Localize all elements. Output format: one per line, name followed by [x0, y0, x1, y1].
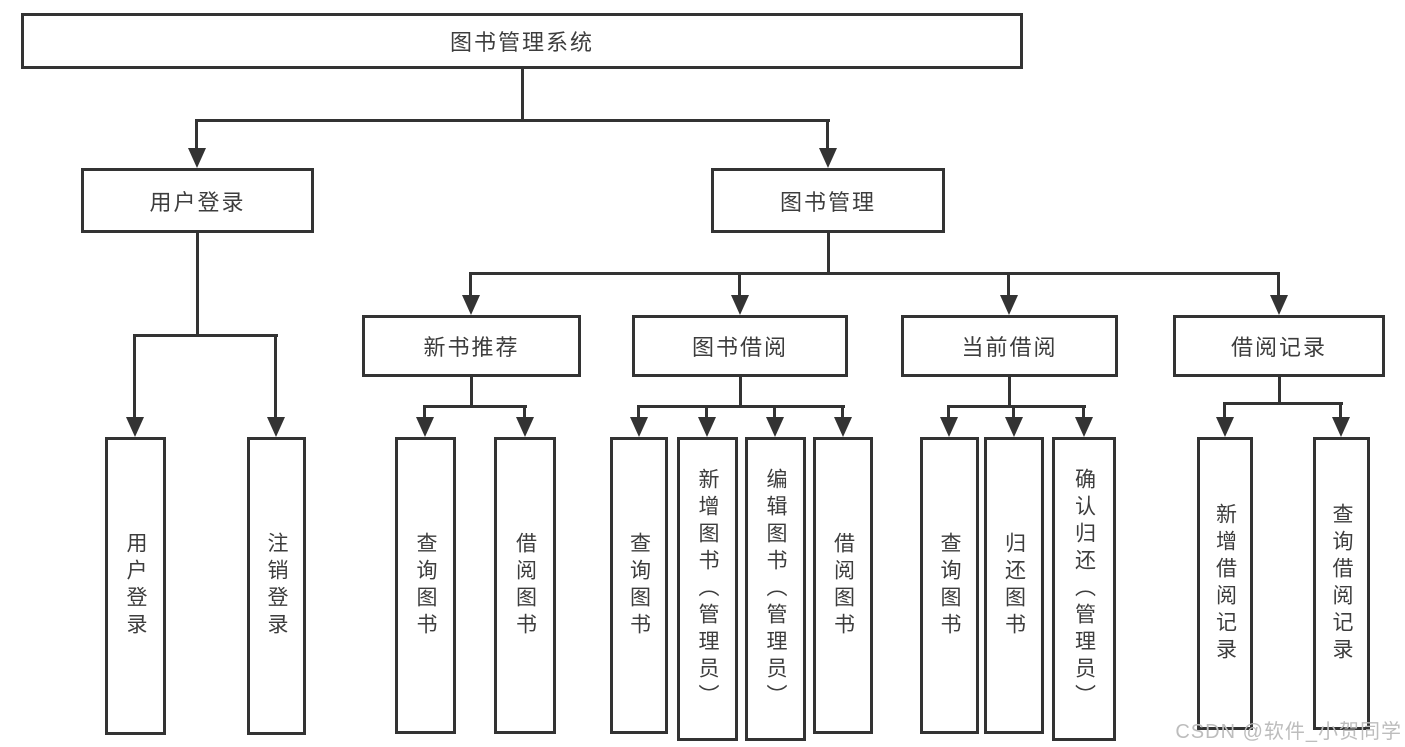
leaf-borrow-query: 查询图书 [610, 437, 668, 734]
node-current-borrow: 当前借阅 [901, 315, 1118, 377]
connector-book-borrow-split [638, 405, 845, 408]
leaf-newbooks-borrow: 借阅图书 [494, 437, 556, 734]
leaf-records-query-label: 查询借阅记录 [1330, 502, 1353, 665]
leaf-borrow-edit-admin-label: 编辑图书（管理员） [764, 467, 787, 711]
leaf-user-login-label: 用户登录 [124, 532, 147, 640]
leaf-newbooks-query-label: 查询图书 [414, 531, 437, 640]
arrow-to-leaf-borrow-2 [766, 405, 784, 437]
arrow-to-leaf-borrow-3 [834, 405, 852, 437]
arrow-to-leaf-borrow-1 [698, 405, 716, 437]
leaf-borrow-query-label: 查询图书 [627, 531, 651, 640]
node-new-books: 新书推荐 [362, 315, 581, 377]
connector-borrow-records-split [1224, 402, 1343, 405]
node-book-borrow: 图书借阅 [632, 315, 848, 377]
node-user-login-label: 用户登录 [149, 189, 246, 215]
leaf-borrow-borrow-label: 借阅图书 [831, 531, 855, 640]
leaf-current-confirm-admin: 确认归还（管理员） [1052, 437, 1116, 741]
node-root: 图书管理系统 [21, 13, 1023, 69]
leaf-borrow-edit-admin: 编辑图书（管理员） [745, 437, 806, 741]
leaf-records-add-label: 新增借阅记录 [1213, 502, 1237, 665]
node-borrow-records-label: 借阅记录 [1230, 335, 1327, 360]
connector-root-stub [521, 69, 524, 121]
leaf-borrow-add-admin: 新增图书（管理员） [677, 437, 738, 741]
watermark: CSDN @软件_小贺同学 [1175, 721, 1402, 743]
node-book-mgmt-label: 图书管理 [779, 189, 876, 215]
connector-level2-split [470, 272, 1280, 275]
node-book-borrow-label: 图书借阅 [691, 335, 788, 360]
node-user-login: 用户登录 [81, 168, 314, 233]
arrow-to-book-borrow [731, 272, 749, 315]
node-current-borrow-label: 当前借阅 [961, 335, 1058, 360]
leaf-logout-label: 注销登录 [265, 532, 288, 640]
arrow-to-current-borrow [1000, 272, 1018, 315]
arrow-to-leaf-current-0 [940, 405, 958, 437]
leaf-current-query-label: 查询图书 [938, 531, 961, 640]
connector-book-borrow-stub [739, 377, 742, 407]
connector-book-mgmt-stub [827, 233, 830, 274]
arrow-to-leaf-records-1 [1332, 402, 1350, 437]
connector-current-borrow-split [948, 405, 1086, 408]
connector-level1-split [196, 119, 830, 122]
leaf-newbooks-query: 查询图书 [395, 437, 456, 734]
arrow-to-leaf-newbooks-0 [416, 405, 434, 437]
arrow-to-leaf-current-2 [1075, 405, 1093, 437]
node-book-mgmt: 图书管理 [711, 168, 945, 233]
leaf-records-query: 查询借阅记录 [1313, 437, 1370, 730]
arrow-to-leaf-current-1 [1005, 405, 1023, 437]
leaf-records-add: 新增借阅记录 [1197, 437, 1253, 730]
node-new-books-label: 新书推荐 [423, 335, 520, 360]
connector-borrow-records-stub [1278, 377, 1281, 404]
leaf-newbooks-borrow-label: 借阅图书 [513, 531, 537, 640]
arrow-to-leaf-borrow-0 [630, 405, 648, 437]
connector-new-books-stub [470, 377, 473, 407]
node-borrow-records: 借阅记录 [1173, 315, 1385, 377]
arrow-to-new-books [462, 272, 480, 315]
arrow-to-leaf-records-0 [1216, 402, 1234, 437]
arrow-to-leaf-newbooks-1 [516, 405, 534, 437]
node-root-label: 图书管理系统 [449, 30, 594, 55]
arrow-to-book-mgmt [819, 119, 837, 168]
leaf-current-return: 归还图书 [984, 437, 1044, 734]
arrow-to-leaf-user-1 [267, 334, 285, 437]
connector-user-login-stub [196, 233, 199, 336]
leaf-borrow-borrow: 借阅图书 [813, 437, 873, 734]
connector-current-borrow-stub [1008, 377, 1011, 407]
connector-new-books-split [424, 405, 527, 408]
leaf-user-login: 用户登录 [105, 437, 166, 735]
leaf-current-query: 查询图书 [920, 437, 979, 734]
leaf-borrow-add-admin-label: 新增图书（管理员） [696, 467, 719, 711]
connector-user-login-split [134, 334, 278, 337]
leaf-current-confirm-admin-label: 确认归还（管理员） [1072, 467, 1096, 711]
leaf-current-return-label: 归还图书 [1002, 531, 1026, 640]
leaf-logout: 注销登录 [247, 437, 306, 735]
arrow-to-borrow-records [1270, 272, 1288, 315]
arrow-to-leaf-user-0 [126, 334, 144, 437]
arrow-to-user-login [188, 119, 206, 168]
